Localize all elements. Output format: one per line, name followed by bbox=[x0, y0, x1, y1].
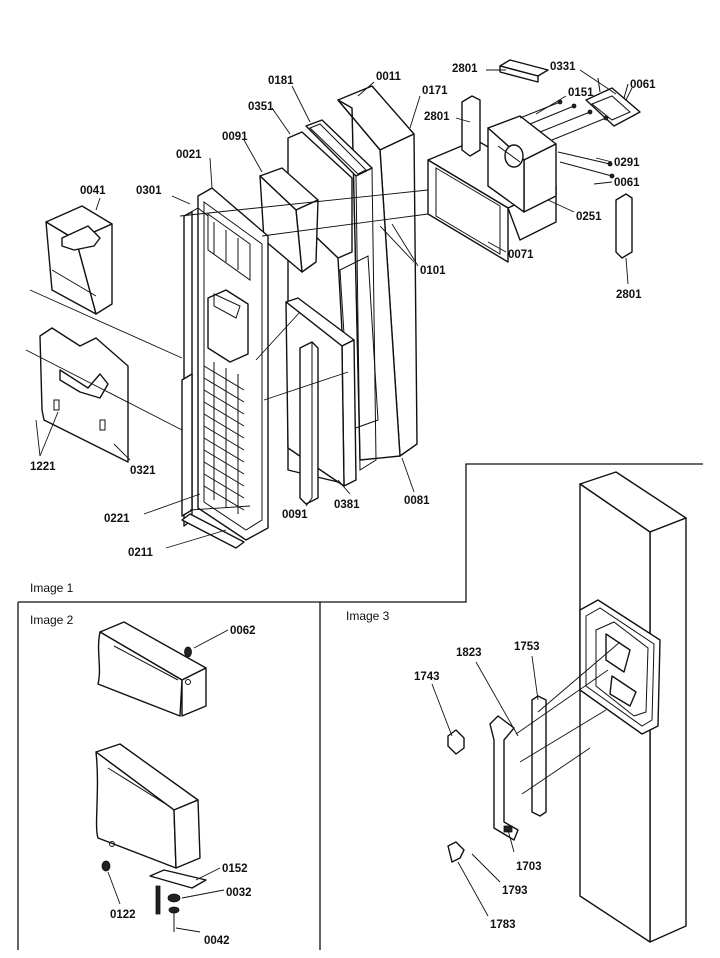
callout-0062: 0062 bbox=[230, 625, 256, 637]
callout-1793: 1793 bbox=[502, 885, 528, 897]
panel-title-image3: Image 3 bbox=[346, 609, 390, 623]
callout-2801-mid: 2801 bbox=[424, 111, 450, 123]
part-1743-button bbox=[447, 729, 465, 755]
callout-0152: 0152 bbox=[222, 863, 248, 875]
leader-lines bbox=[35, 69, 633, 549]
panel-frames bbox=[17, 463, 703, 950]
image3-leader-lines bbox=[431, 655, 539, 917]
callout-0181: 0181 bbox=[268, 75, 294, 87]
image2-assembly bbox=[95, 621, 229, 933]
part-1703-spring bbox=[503, 825, 513, 833]
callout-1753: 1753 bbox=[514, 641, 540, 653]
part-0011-door-frame bbox=[337, 85, 418, 461]
part-0152-hinge bbox=[101, 860, 207, 932]
callout-0091-upper: 0091 bbox=[222, 131, 248, 143]
callout-0301: 0301 bbox=[136, 185, 162, 197]
callout-0331: 0331 bbox=[550, 61, 576, 73]
fastener-lines bbox=[519, 99, 615, 179]
callout-0221: 0221 bbox=[104, 513, 130, 525]
image2-leader-lines bbox=[107, 629, 229, 933]
panel-titles: Image 1 Image 2 Image 3 bbox=[30, 581, 390, 627]
callout-1743: 1743 bbox=[414, 671, 440, 683]
callout-2801-top: 2801 bbox=[452, 63, 478, 75]
callout-1221: 1221 bbox=[30, 461, 56, 473]
part-1823-lever bbox=[489, 715, 519, 841]
callout-0011: 0011 bbox=[376, 71, 402, 83]
part-0152-lower-cover bbox=[95, 743, 201, 869]
callout-0122: 0122 bbox=[110, 909, 136, 921]
assembly-lines bbox=[25, 189, 429, 511]
callout-1703: 1703 bbox=[516, 861, 542, 873]
callout-0101: 0101 bbox=[420, 265, 446, 277]
callout-0351: 0351 bbox=[248, 101, 274, 113]
callout-0041: 0041 bbox=[80, 185, 106, 197]
part-1783-clip bbox=[447, 841, 465, 863]
callout-0321: 0321 bbox=[130, 465, 156, 477]
callout-1823: 1823 bbox=[456, 647, 482, 659]
part-callouts: 0011 0181 0171 2801 0331 0061 0351 0091 … bbox=[30, 61, 656, 947]
callout-0091-lower: 0091 bbox=[282, 509, 308, 521]
callout-0211: 0211 bbox=[128, 547, 154, 559]
callout-0042: 0042 bbox=[204, 935, 230, 947]
liner-shelf-grid bbox=[203, 362, 245, 514]
part-0321-cover-plate bbox=[39, 327, 129, 463]
part-0151-ice-maker bbox=[487, 115, 557, 213]
part-0021-trim-frame bbox=[181, 207, 245, 549]
part-0381-bar bbox=[299, 341, 319, 505]
part-0062-upper-cover bbox=[97, 621, 207, 717]
part-1753-trim bbox=[531, 695, 547, 817]
callout-0151: 0151 bbox=[568, 87, 594, 99]
callout-0381: 0381 bbox=[334, 499, 360, 511]
part-0181-gasket bbox=[305, 119, 377, 471]
image3-assembly-lines bbox=[515, 641, 621, 795]
panel-title-image1: Image 1 bbox=[30, 581, 74, 595]
callout-0032: 0032 bbox=[226, 887, 252, 899]
part-2801-shims bbox=[461, 59, 633, 259]
callout-0061-mid: 0061 bbox=[614, 177, 640, 189]
callout-0021: 0021 bbox=[176, 149, 202, 161]
image1-assembly bbox=[25, 59, 641, 549]
image3-assembly bbox=[431, 471, 687, 943]
callout-0251: 0251 bbox=[576, 211, 602, 223]
callout-2801-right: 2801 bbox=[616, 289, 642, 301]
callout-0061-top: 0061 bbox=[630, 79, 656, 91]
callout-1783: 1783 bbox=[490, 919, 516, 931]
part-0301-door-liner bbox=[197, 187, 269, 541]
callout-0071: 0071 bbox=[508, 249, 534, 261]
callout-0171: 0171 bbox=[422, 85, 448, 97]
panel-title-image2: Image 2 bbox=[30, 613, 74, 627]
part-0041-dispenser-housing bbox=[45, 205, 113, 315]
callout-0081: 0081 bbox=[404, 495, 430, 507]
part-0091-upper-block bbox=[259, 167, 319, 273]
callout-0291: 0291 bbox=[614, 157, 640, 169]
